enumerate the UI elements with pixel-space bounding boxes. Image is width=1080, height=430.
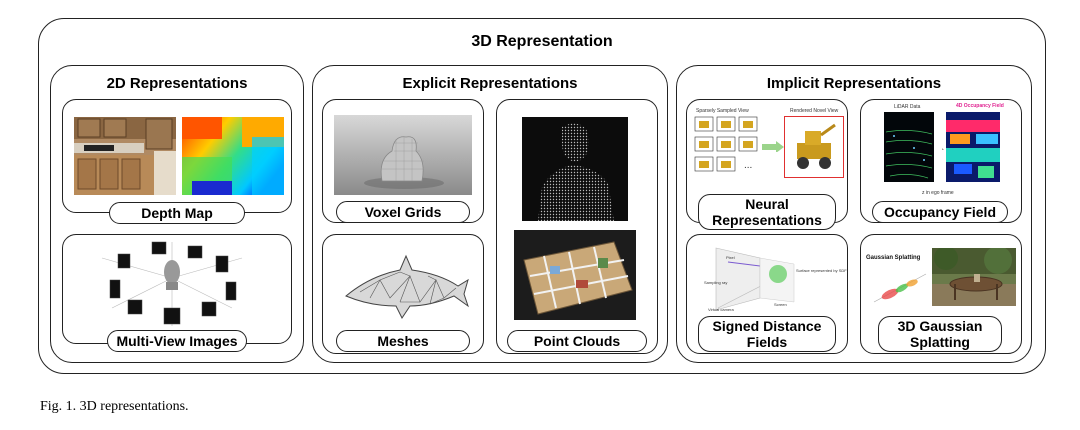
kitchen-photo: [74, 117, 176, 195]
label-meshes: Meshes: [336, 330, 470, 352]
point-cloud-building-image: [514, 230, 636, 320]
lidar-data-text: LiDAR Data: [894, 104, 921, 110]
label-occupancy-field: Occupancy Field: [872, 201, 1008, 223]
label-multi-view-images: Multi-View Images: [107, 330, 247, 352]
voxel-bunny-image: [334, 115, 472, 195]
point-cloud-person-image: [522, 117, 628, 221]
label-3d-gaussian-splatting: 3D Gaussian Splatting: [878, 316, 1002, 352]
sdf-diagram: [698, 240, 838, 316]
multi-view-cameras-figure: [92, 238, 252, 330]
figure-caption: Fig. 1. 3D representations.: [40, 399, 189, 414]
ego-frame-text: z in ego frame: [922, 190, 954, 196]
group-title-implicit: Implicit Representations: [766, 75, 942, 92]
sparsely-sampled-view-text: Sparsely Sampled View: [696, 108, 749, 114]
sdf-camera-text: Virtual camera: [708, 307, 734, 312]
rendered-novel-view-text: Rendered Novel View: [790, 108, 839, 114]
label-voxel-grids: Voxel Grids: [336, 201, 470, 223]
dolphin-mesh-image: [340, 246, 472, 322]
sdf-ray-text: Sampling ray: [704, 280, 728, 285]
occupancy-arrow: [935, 142, 945, 150]
main-title: 3D Representation: [471, 33, 613, 50]
label-point-clouds: Point Clouds: [507, 330, 647, 352]
occupancy-4d-text: 4D Occupancy Field: [956, 103, 1004, 109]
label-signed-distance-fields: Signed Distance Fields: [698, 316, 836, 352]
sdf-pixel-text: Pixel: [726, 255, 735, 260]
nerf-arrow: [762, 140, 784, 152]
nerf-sample-views: [694, 116, 760, 182]
sdf-surface-text: Surface represented by SDF: [796, 268, 847, 273]
ellipsis-text: ...: [744, 160, 753, 171]
depth-map-image: [182, 117, 284, 195]
garden-scene-image: [932, 248, 1016, 306]
label-depth-map: Depth Map: [109, 202, 245, 224]
group-title-explicit: Explicit Representations: [402, 75, 578, 92]
occupancy-grid-image: [946, 112, 1000, 182]
group-title-2d: 2D Representations: [106, 75, 248, 92]
gaussian-splatting-text: Gaussian Splatting: [866, 255, 921, 261]
sdf-screen-text: Screen: [774, 302, 787, 307]
gaussian-ellipsoids-figure: [872, 268, 928, 308]
nerf-rendered-view: [784, 116, 844, 178]
label-neural-representations: Neural Representations: [698, 194, 836, 230]
occupancy-colorbar: [914, 184, 968, 189]
lidar-scan-image: [884, 112, 934, 182]
